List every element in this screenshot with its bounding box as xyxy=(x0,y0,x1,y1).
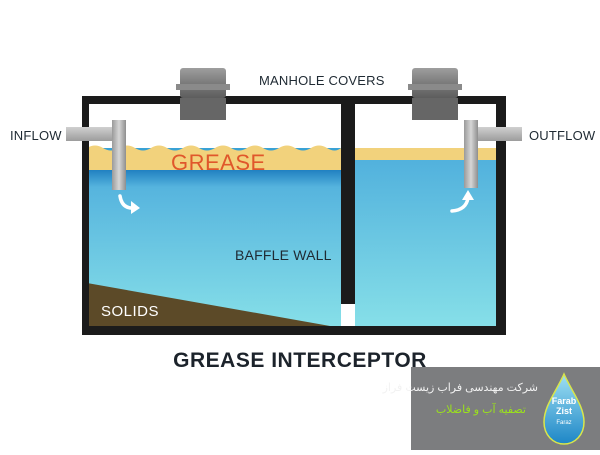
manhole-cover-right xyxy=(408,68,462,120)
inflow-label: INFLOW xyxy=(10,128,62,143)
service-text: تصفیه آب و فاضلاب xyxy=(435,404,526,416)
solids-label: SOLIDS xyxy=(101,303,160,320)
inflow-arrow-icon xyxy=(118,194,140,214)
inflow-pipe xyxy=(66,120,126,190)
company-name-text: شرکت مهندسی فراب زیست فراز xyxy=(382,382,538,394)
outflow-label: OUTFLOW xyxy=(529,128,596,143)
manhole-cover-left xyxy=(176,68,230,120)
manhole-covers-label: MANHOLE COVERS xyxy=(259,73,385,88)
solids-layer xyxy=(87,283,330,326)
logo-text: Farab Zist Faraz xyxy=(542,396,586,428)
tank-left-wall xyxy=(82,96,89,334)
grease-layer-left xyxy=(87,145,341,170)
baffle-wall-label: BAFFLE WALL xyxy=(235,247,332,263)
water-drop-logo-icon xyxy=(543,372,585,445)
logo-line-1: Farab xyxy=(551,396,577,406)
outflow-pipe xyxy=(464,120,522,188)
baffle-wall xyxy=(341,104,355,304)
grease-label: GREASE xyxy=(171,150,266,175)
logo-line-2: Zist xyxy=(555,406,572,416)
diagram-title: GREASE INTERCEPTOR xyxy=(173,349,427,372)
outflow-arrow-icon xyxy=(450,190,474,213)
tank-right-wall xyxy=(496,96,506,334)
grease-layer-right xyxy=(355,148,496,160)
tank-top-wall xyxy=(82,96,506,104)
logo-line-3: Faraz xyxy=(556,420,572,426)
tank-bottom-wall xyxy=(82,326,506,335)
